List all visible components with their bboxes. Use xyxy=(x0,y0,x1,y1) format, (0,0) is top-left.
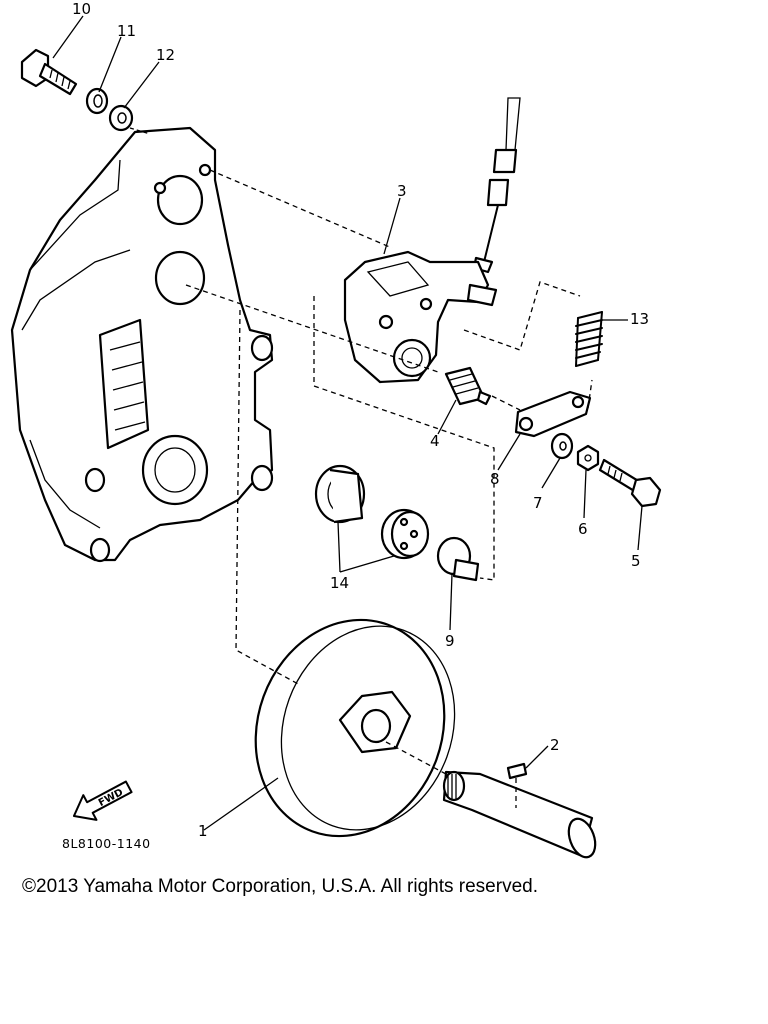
washer-12 xyxy=(108,104,134,132)
assembly-lines xyxy=(185,169,593,808)
bolt-10 xyxy=(20,48,78,96)
sheave-1 xyxy=(254,618,456,838)
drawing-code: 8L8100-1140 xyxy=(62,836,151,851)
part-label-1: 1 xyxy=(198,822,208,840)
washer-7 xyxy=(550,432,574,460)
cap-14 xyxy=(314,464,366,524)
part-label-14: 14 xyxy=(330,574,349,592)
part-label-2: 2 xyxy=(550,736,560,754)
damper-14 xyxy=(380,508,430,560)
part-label-6: 6 xyxy=(578,520,588,538)
part-label-8: 8 xyxy=(490,470,500,488)
nut-6 xyxy=(576,444,600,472)
pin-4 xyxy=(444,366,492,406)
lever-8 xyxy=(514,390,592,438)
part-label-12: 12 xyxy=(156,46,175,64)
part-label-3: 3 xyxy=(397,182,407,200)
bracket-3 xyxy=(343,250,498,384)
part-label-13: 13 xyxy=(630,310,649,328)
lock-washer-11 xyxy=(85,87,109,115)
main-case xyxy=(10,126,274,563)
shaft xyxy=(442,770,597,859)
part-labels: 10 11 12 3 13 4 8 7 6 5 14 9 2 1 xyxy=(72,0,649,840)
fwd-arrow-icon: FWD xyxy=(72,780,133,821)
part-label-11: 11 xyxy=(117,22,136,40)
bolt-5 xyxy=(598,458,662,508)
weight-9 xyxy=(436,536,480,582)
part-label-4: 4 xyxy=(430,432,440,450)
part-label-5: 5 xyxy=(631,552,641,570)
spring-13 xyxy=(575,311,603,367)
leader-lines xyxy=(52,15,643,831)
part-label-9: 9 xyxy=(445,632,455,650)
throttle-cable xyxy=(472,97,521,274)
key-2 xyxy=(506,762,528,780)
part-label-7: 7 xyxy=(533,494,543,512)
part-label-10: 10 xyxy=(72,0,91,18)
exploded-parts-diagram: 10 11 12 3 13 4 8 7 6 5 14 9 2 1 FWD 8L8… xyxy=(10,0,662,859)
copyright-notice: ©2013 Yamaha Motor Corporation, U.S.A. A… xyxy=(22,876,538,897)
